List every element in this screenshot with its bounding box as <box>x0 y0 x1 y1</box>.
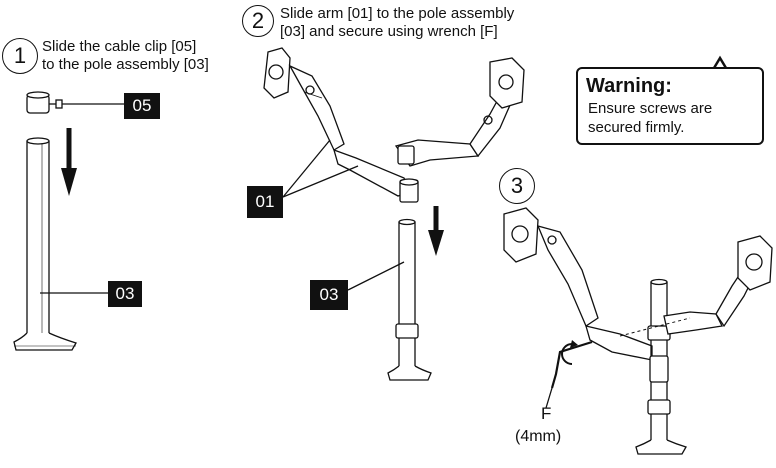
warning-title: Warning: <box>586 75 672 97</box>
step-number-label: 3 <box>510 173 524 198</box>
step-1-number: 1 <box>2 38 38 74</box>
step-1-instruction: Slide the cable clip [05] to the pole as… <box>42 38 209 73</box>
step-2-number: 2 <box>242 5 274 37</box>
part-tag-pole: 03 <box>310 280 348 310</box>
dual-arm-drawing <box>263 47 525 203</box>
pole-assembly-drawing <box>13 137 77 351</box>
pole-assembly-drawing <box>387 218 432 381</box>
step-number-label: 1 <box>13 43 27 68</box>
leader-line <box>282 139 331 198</box>
leader-line <box>282 165 359 198</box>
warning-message: Ensure screws are secured firmly. <box>588 100 713 136</box>
warning-box: Warning: Ensure screws are secured firml… <box>576 67 764 145</box>
down-arrow-icon <box>61 128 77 196</box>
part-tag-arm: 01 <box>247 186 283 218</box>
cable-clip-drawing <box>26 91 63 114</box>
step-2-instruction: Slide arm [01] to the pole assembly [03]… <box>280 5 515 40</box>
step-number-label: 2 <box>251 8 265 33</box>
step-3-number: 3 <box>499 168 535 204</box>
wrench-label: F <box>541 404 552 423</box>
leader-line <box>347 261 405 291</box>
part-tag-pole: 03 <box>108 281 142 307</box>
assembled-monitor-mount-drawing <box>503 207 773 455</box>
leader-line <box>545 387 553 409</box>
hex-wrench-icon <box>550 340 593 389</box>
part-tag-cable-clip: 05 <box>124 93 160 119</box>
down-arrow-icon <box>428 206 444 256</box>
wrench-size: (4mm) <box>515 428 562 445</box>
